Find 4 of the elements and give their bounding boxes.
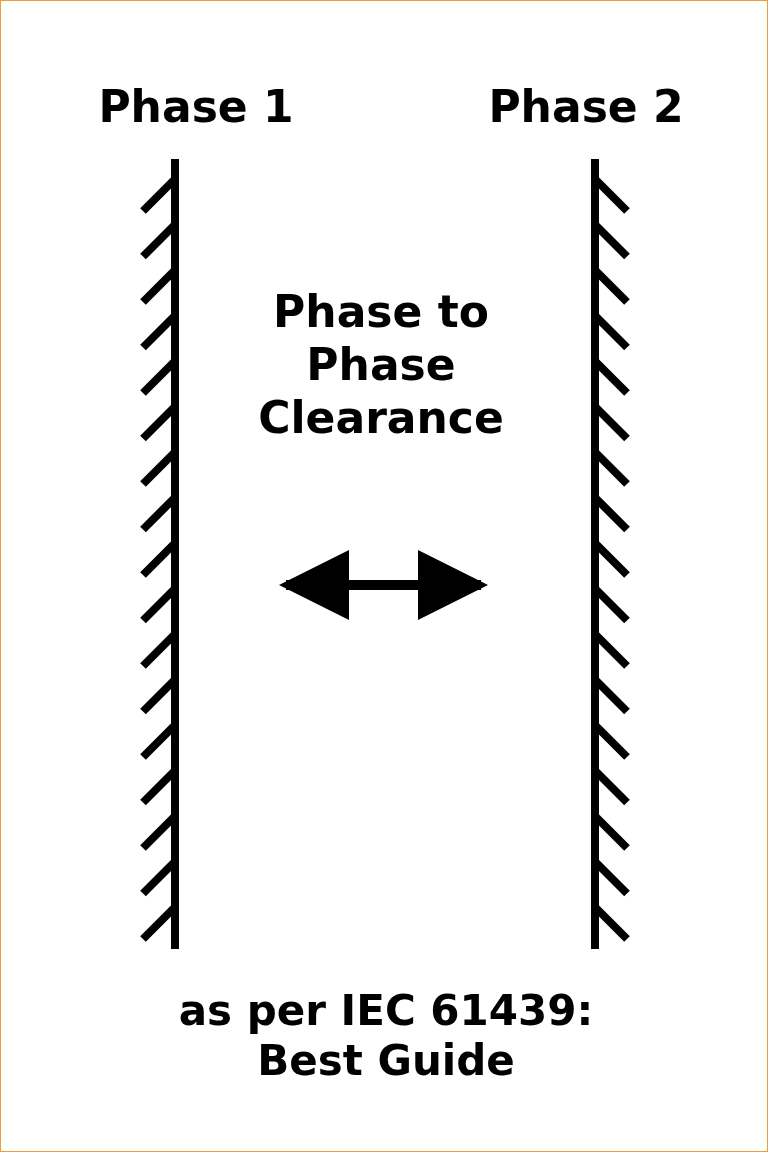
conductor-label: Phase 1 [97,81,295,134]
conductor-label: Phase 2 [487,81,685,134]
caption-text: as per IEC 61439: Best Guide [177,986,595,1087]
clearance-label: Phase to Phase Clearance [257,286,505,445]
